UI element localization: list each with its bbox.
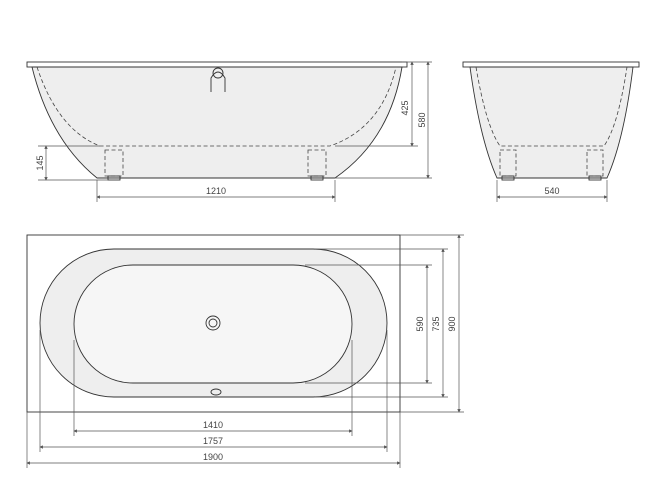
dim-top-width-mid: 735 <box>431 316 441 331</box>
side-view-inner-basin <box>36 66 397 147</box>
side-view-shell <box>31 66 403 179</box>
dim-end-foot-spacing: 540 <box>544 186 559 196</box>
end-view-inner-basin <box>475 66 628 147</box>
end-view-rim <box>462 61 640 68</box>
dim-top-length-mid: 1757 <box>203 436 223 446</box>
dim-top-length-inner: 1410 <box>203 420 223 430</box>
overflow-outlet <box>210 71 226 92</box>
drain-outer <box>205 315 221 331</box>
end-view-shell <box>469 66 634 179</box>
top-view-basin <box>73 264 353 384</box>
drain-inner <box>208 318 218 328</box>
end-view: 540 <box>462 61 640 202</box>
end-view-foot-right <box>586 149 604 177</box>
end-view-foot-left <box>499 149 517 177</box>
dim-top-width-inner: 590 <box>415 316 425 331</box>
side-view-foot-pad-left <box>107 175 121 181</box>
top-view: 590 735 900 1410 1757 1900 <box>26 234 464 468</box>
end-view-foot-pad-left <box>501 175 515 181</box>
overflow-cap <box>212 67 224 79</box>
side-view: 425 580 145 1210 <box>26 61 432 202</box>
dim-top-width-overall: 900 <box>447 316 457 331</box>
dim-side-height: 580 <box>417 112 427 127</box>
top-view-outline <box>26 234 401 413</box>
dim-side-foot-spacing: 1210 <box>206 186 226 196</box>
side-view-foot-pad-right <box>310 175 324 181</box>
end-view-foot-pad-right <box>588 175 602 181</box>
dim-top-length-overall: 1900 <box>203 452 223 462</box>
side-view-rim <box>26 61 408 68</box>
overflow-top <box>210 388 222 396</box>
dim-side-depth: 425 <box>400 100 410 115</box>
dim-side-foot-height: 145 <box>35 155 45 170</box>
